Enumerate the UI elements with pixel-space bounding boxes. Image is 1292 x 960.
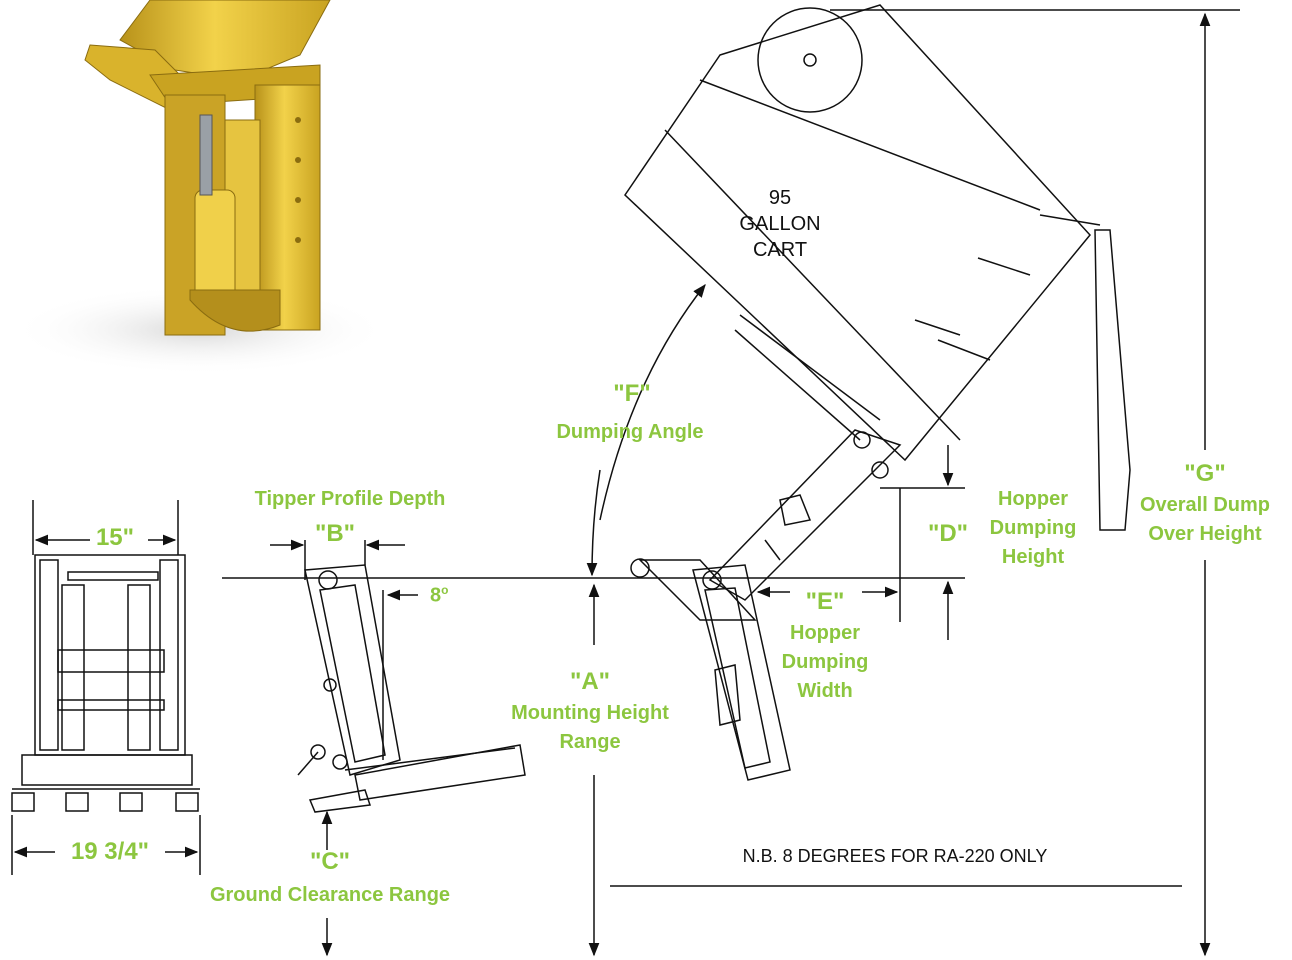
dim-a-label: "A" Mounting Height Range bbox=[490, 668, 690, 754]
dim-d-line2: Dumping bbox=[989, 517, 1077, 539]
dim-e-line3: Width bbox=[797, 679, 853, 702]
cart-label-line3: CART bbox=[752, 239, 808, 261]
dim-g-code: "G" bbox=[1184, 460, 1226, 487]
front-view-drawing bbox=[11, 500, 201, 875]
dim-a-line1: Mounting Height bbox=[511, 701, 669, 724]
angle-value: 8 bbox=[430, 584, 442, 607]
footnote: N.B. 8 DEGREES FOR RA-220 ONLY bbox=[742, 846, 1048, 866]
tipper-product-render bbox=[10, 0, 390, 375]
width-bottom-label: 19 3/4" bbox=[70, 838, 150, 865]
dim-d-code: "D" bbox=[927, 520, 969, 547]
dim-e-line1: Hopper bbox=[790, 621, 860, 644]
side-view-drawing bbox=[297, 540, 526, 813]
width-top-label: 15" bbox=[95, 524, 135, 551]
cart-label-line1: 95 bbox=[768, 187, 792, 209]
dim-e-line2: Dumping bbox=[781, 650, 869, 673]
dim-e-code: "E" bbox=[805, 588, 845, 615]
dump-position-drawing bbox=[624, 4, 1131, 781]
dim-g-label: "G" Overall Dump Over Height bbox=[1115, 460, 1292, 546]
dim-d-label: Hopper Dumping Height bbox=[978, 488, 1088, 569]
angle-label: 8o bbox=[430, 583, 470, 608]
dim-f-title: Dumping Angle bbox=[556, 421, 704, 443]
cart-label-line2: GALLON bbox=[739, 213, 821, 235]
cart-label: 95 GALLON CART bbox=[725, 185, 835, 263]
dim-d-line3: Height bbox=[1001, 546, 1065, 568]
dim-c-code: "C" bbox=[309, 848, 351, 875]
dim-a-line2: Range bbox=[559, 730, 621, 753]
dim-g-line2: Over Height bbox=[1148, 522, 1262, 545]
dim-d-line1: Hopper bbox=[998, 488, 1068, 510]
dim-a-code: "A" bbox=[569, 668, 611, 695]
dim-c-title: Ground Clearance Range bbox=[209, 884, 451, 906]
dim-e-label: "E" Hopper Dumping Width bbox=[760, 588, 890, 703]
dim-b-code: "B" bbox=[314, 520, 356, 547]
angle-unit: o bbox=[441, 583, 449, 597]
dim-b-title: Tipper Profile Depth bbox=[254, 488, 446, 510]
dim-g-line1: Overall Dump bbox=[1139, 493, 1271, 516]
dim-f-code: "F" bbox=[613, 380, 651, 407]
